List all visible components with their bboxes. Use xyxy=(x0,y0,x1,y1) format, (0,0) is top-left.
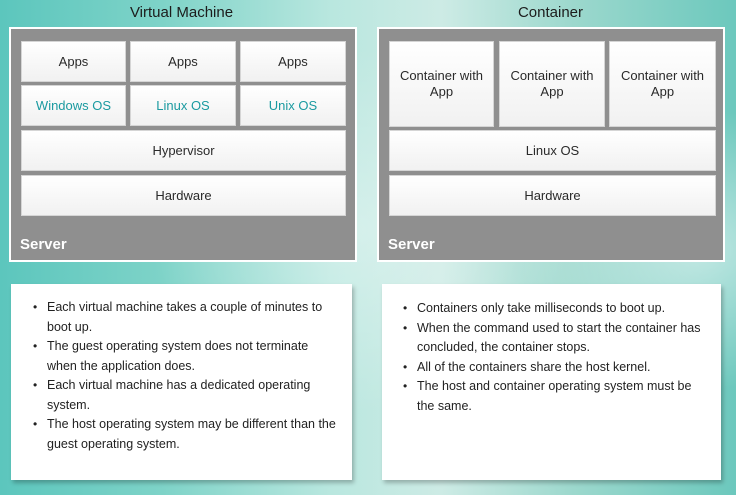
container-linux-os-box: Linux OS xyxy=(389,130,716,171)
vm-note: Each virtual machine has a dedicated ope… xyxy=(31,376,338,415)
vm-os-linux: Linux OS xyxy=(130,85,236,126)
container-note: Containers only take milliseconds to boo… xyxy=(401,299,709,319)
container-app-box-3: Container with App xyxy=(609,41,716,127)
container-app-box-1: Container with App xyxy=(389,41,494,127)
vm-note: The host operating system may be differe… xyxy=(31,415,338,454)
vm-notes-list: Each virtual machine takes a couple of m… xyxy=(31,298,338,454)
vm-server-label: Server xyxy=(20,236,67,253)
vm-app-box-2: Apps xyxy=(130,41,236,82)
vm-server-diagram: Apps Apps Apps Windows OS Linux OS Unix … xyxy=(9,27,357,262)
container-app-box-2: Container with App xyxy=(499,41,605,127)
vm-hardware-box: Hardware xyxy=(21,175,346,216)
vm-app-box-3: Apps xyxy=(240,41,346,82)
vm-notes-panel: Each virtual machine takes a couple of m… xyxy=(11,284,352,480)
vm-os-unix: Unix OS xyxy=(240,85,346,126)
container-notes-panel: Containers only take milliseconds to boo… xyxy=(382,284,721,480)
container-note: When the command used to start the conta… xyxy=(401,319,709,358)
vm-note: Each virtual machine takes a couple of m… xyxy=(31,298,338,337)
container-note: All of the containers share the host ker… xyxy=(401,358,709,378)
container-server-label: Server xyxy=(388,236,435,253)
vm-os-windows: Windows OS xyxy=(21,85,126,126)
vm-note: The guest operating system does not term… xyxy=(31,337,338,376)
container-server-diagram: Container with App Container with App Co… xyxy=(377,27,725,262)
container-hardware-box: Hardware xyxy=(389,175,716,216)
vm-app-box-1: Apps xyxy=(21,41,126,82)
container-title: Container xyxy=(517,4,584,21)
vm-hypervisor-box: Hypervisor xyxy=(21,130,346,171)
vm-title: Virtual Machine xyxy=(129,4,234,21)
container-note: The host and container operating system … xyxy=(401,377,709,416)
container-notes-list: Containers only take milliseconds to boo… xyxy=(401,299,709,416)
